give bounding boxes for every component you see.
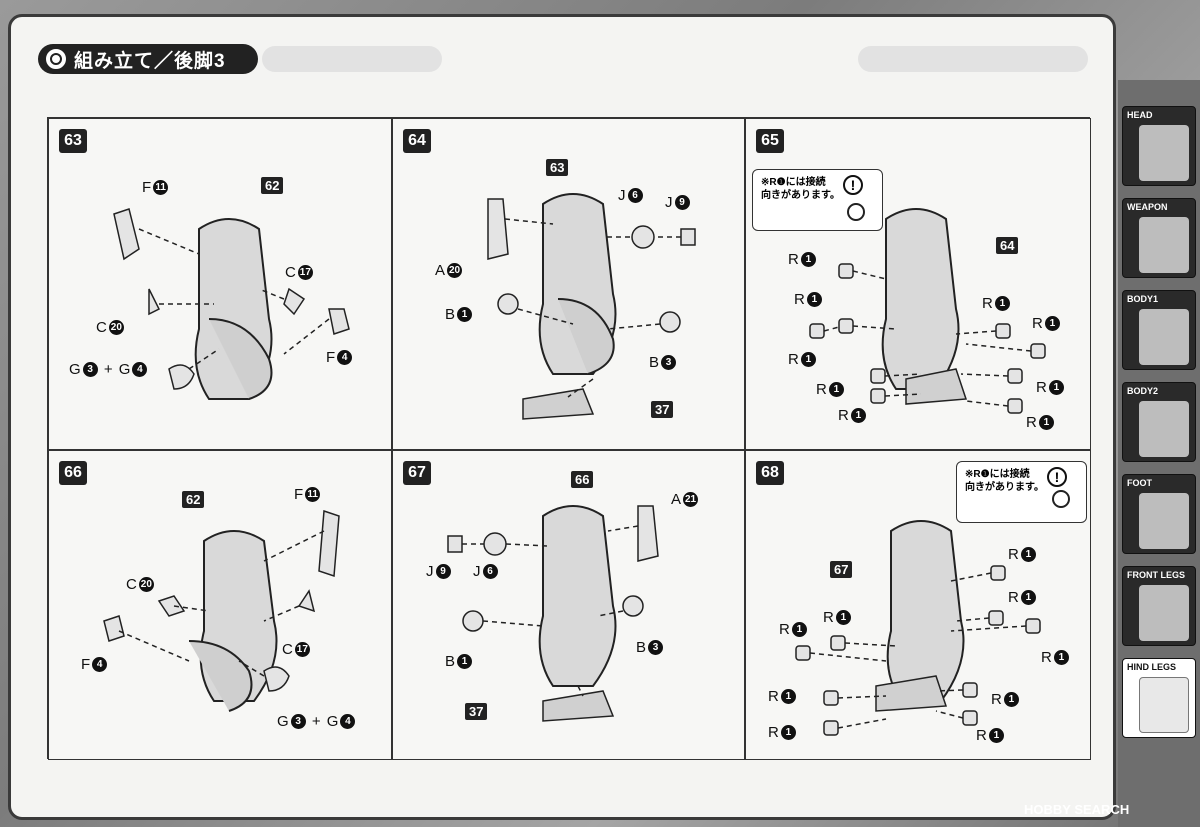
part-tag: 63	[546, 159, 569, 176]
leg-icon	[1139, 677, 1189, 733]
step-number: 66	[59, 461, 87, 485]
leg-diagram	[103, 509, 340, 712]
part-tag: 62	[261, 177, 284, 194]
sidebar-item-foot[interactable]: FOOT	[1122, 474, 1196, 554]
sidebar-item-label: WEAPON	[1127, 202, 1168, 212]
weapon-icon	[1139, 217, 1189, 273]
gear-icon	[44, 47, 68, 71]
notice-line: ※R❶には接続	[965, 469, 1030, 480]
step-number: 64	[403, 129, 431, 153]
ghost-band-right	[858, 46, 1088, 72]
step-number: 63	[59, 129, 87, 153]
foot-icon	[1139, 493, 1189, 549]
leg-diagram	[113, 208, 350, 400]
sidebar-item-label: HEAD	[1127, 110, 1153, 120]
warning-icon: !	[843, 175, 863, 195]
sidebar-item-weapon[interactable]: WEAPON	[1122, 198, 1196, 278]
part-tag: 66	[571, 471, 594, 488]
sidebar-item-hind-legs[interactable]: HIND LEGS	[1122, 658, 1196, 738]
leg-diagram	[809, 203, 1046, 414]
part-tag: 67	[830, 561, 853, 578]
leg-diagram	[487, 193, 696, 420]
sidebar-item-body2[interactable]: BODY2	[1122, 382, 1196, 462]
sidebar-item-label: BODY2	[1127, 386, 1159, 396]
part-tag: 64	[996, 237, 1019, 254]
sidebar-item-label: FRONT LEGS	[1127, 570, 1185, 580]
warning-icon: !	[1047, 467, 1067, 487]
part-tag: 37	[651, 401, 674, 418]
head-icon	[1139, 125, 1189, 181]
sidebar-item-front-legs[interactable]: FRONT LEGS	[1122, 566, 1196, 646]
sidebar-item-label: BODY1	[1127, 294, 1159, 304]
step-number: 68	[756, 461, 784, 485]
sidebar-item-label: HIND LEGS	[1127, 662, 1177, 672]
watermark: HOBBY SEARCH	[1024, 802, 1130, 817]
step-number: 65	[756, 129, 784, 153]
sidebar-item-body1[interactable]: BODY1	[1122, 290, 1196, 370]
body-icon	[1139, 401, 1189, 457]
step-panel-68: 68 ※R❶には接続 向きがあります。 !	[745, 450, 1091, 760]
notice-line: 向きがあります。	[761, 190, 840, 201]
notice-line: 向きがあります。	[965, 482, 1044, 493]
leg-diagram	[447, 505, 659, 722]
step-panel-65: 65 ※R❶には接続 向きがあります。 !	[745, 118, 1091, 450]
sidebar-item-label: FOOT	[1127, 478, 1152, 488]
step-number: 67	[403, 461, 431, 485]
leg-diagram	[795, 490, 1070, 736]
ghost-band-left	[262, 46, 442, 72]
sidebar-item-head[interactable]: HEAD	[1122, 106, 1196, 186]
part-tag: 62	[182, 491, 205, 508]
part-tag: 37	[465, 703, 488, 720]
body-icon	[1139, 309, 1189, 365]
notice-line: ※R❶には接続	[761, 177, 826, 188]
leg-icon	[1139, 585, 1189, 641]
page-title: 組み立て／後脚3	[38, 44, 258, 74]
